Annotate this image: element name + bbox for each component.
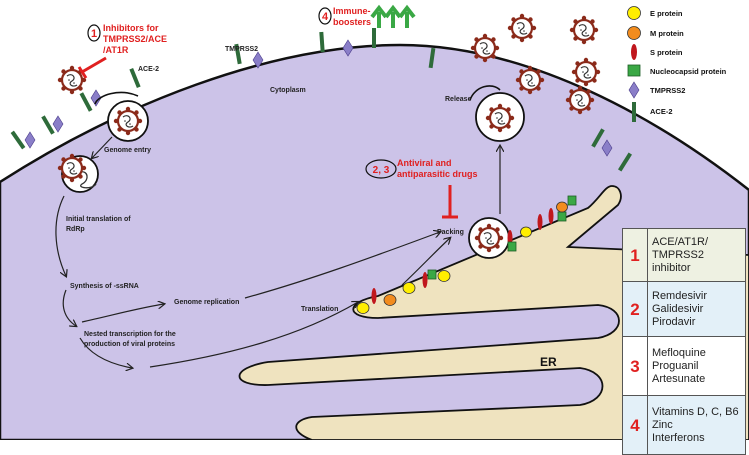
- booster-number: 4: [322, 11, 329, 23]
- drug-row-text: Mefloquine Proguanil Artesunate: [648, 337, 746, 396]
- drug-row-number: 1: [623, 229, 648, 282]
- legend-label-m-protein: M protein: [650, 29, 684, 38]
- drug-row: 4 Vitamins D, C, B6 Zinc Interferons: [623, 396, 746, 455]
- genome-entry-label: Genome entry: [104, 147, 151, 154]
- antiviral-number: 2, 3: [373, 165, 390, 176]
- booster-label-2: boosters: [333, 17, 371, 27]
- immune-booster-arrows: [372, 8, 414, 28]
- nested-transcription-label-2: production of viral proteins: [84, 341, 175, 348]
- legend-label-tmprss2: TMPRSS2: [650, 86, 685, 95]
- synthesis-label: Synthesis of -ssRNA: [70, 283, 139, 290]
- release-label: Release: [445, 96, 472, 103]
- legend-label-ace2: ACE-2: [650, 107, 673, 116]
- drug-row-text: Remdesivir Galidesivir Pirodavir: [648, 282, 746, 337]
- booster-label-1: Immune-: [333, 6, 371, 16]
- nucleocapsid-icon: [628, 65, 640, 76]
- legend: E protein M protein S protein Nucleocaps…: [628, 7, 727, 123]
- tmprss2-membrane-label: TMPRSS2: [225, 46, 258, 53]
- nested-transcription-label-1: Nested transcription for the: [84, 331, 176, 338]
- drug-row-text: Vitamins D, C, B6 Zinc Interferons: [648, 396, 746, 455]
- drug-row-number: 2: [623, 282, 648, 337]
- intervention-inhibitors: 1 Inhibitors for TMPRSS2/ACE /AT1R: [88, 23, 167, 55]
- legend-label-s-protein: S protein: [650, 48, 683, 57]
- inhibitor-label-1: Inhibitors for: [103, 23, 159, 33]
- inhibitor-number: 1: [91, 28, 97, 40]
- initial-translation-label-1: Initial translation of: [66, 216, 131, 223]
- genome-replication-label: Genome replication: [174, 299, 239, 306]
- m-protein-icon: [628, 27, 641, 40]
- drug-table: 1 ACE/AT1R/ TMPRSS2 inhibitor 2 Remdesiv…: [622, 228, 746, 455]
- inhibitor-label-3: /AT1R: [103, 45, 129, 55]
- initial-translation-label-2: RdRp: [66, 226, 85, 233]
- diagram-stage: ER: [0, 0, 749, 440]
- cytoplasm-label: Cytoplasm: [270, 87, 306, 94]
- translation-label: Translation: [301, 306, 338, 313]
- drug-row-number: 3: [623, 337, 648, 396]
- ace2-icon: [632, 102, 636, 122]
- drug-row: 1 ACE/AT1R/ TMPRSS2 inhibitor: [623, 229, 746, 282]
- inhibitor-label-2: TMPRSS2/ACE: [103, 34, 167, 44]
- tmprss2-icon: [629, 82, 639, 98]
- drug-row: 2 Remdesivir Galidesivir Pirodavir: [623, 282, 746, 337]
- packing-label: Packing: [437, 229, 464, 236]
- e-protein-icon: [628, 7, 641, 20]
- antiviral-label-1: Antiviral and: [397, 158, 452, 168]
- drug-row-text: ACE/AT1R/ TMPRSS2 inhibitor: [648, 229, 746, 282]
- legend-label-e-protein: E protein: [650, 9, 683, 18]
- drug-row: 3 Mefloquine Proguanil Artesunate: [623, 337, 746, 396]
- legend-label-nucleocapsid: Nucleocapsid protein: [650, 67, 727, 76]
- intervention-boosters: 4 Immune- boosters: [319, 6, 371, 27]
- drug-row-number: 4: [623, 396, 648, 455]
- antiviral-label-2: antiparasitic drugs: [397, 169, 478, 179]
- s-protein-icon: [631, 44, 637, 60]
- ace2-membrane-label: ACE-2: [138, 66, 159, 73]
- er-label: ER: [540, 355, 557, 369]
